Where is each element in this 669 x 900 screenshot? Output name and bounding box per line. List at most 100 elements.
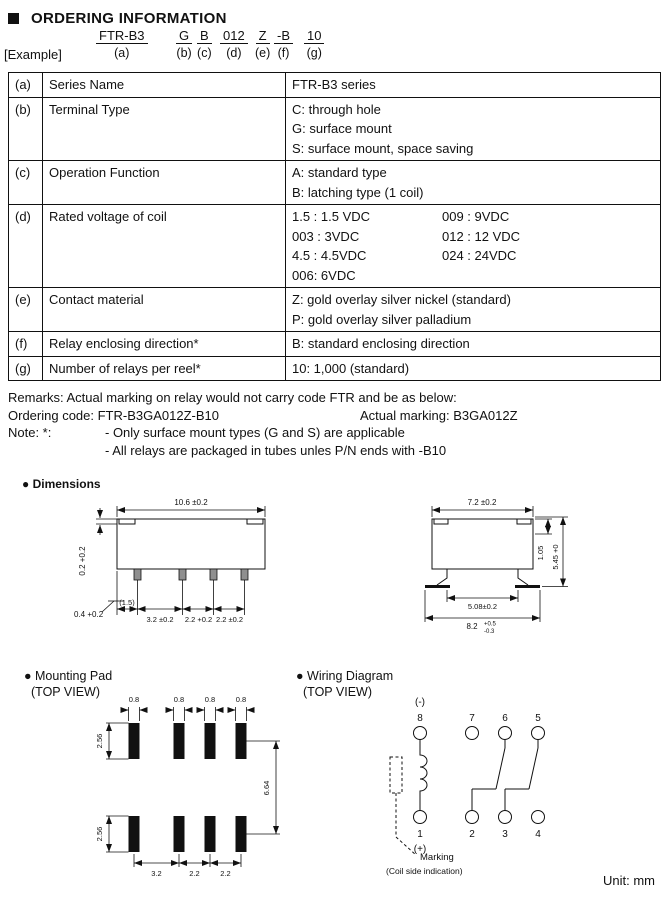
value-line: FTR-B3 series	[292, 77, 376, 92]
code-label-f: (f)	[277, 46, 290, 60]
row-value: 10: 1,000 (standard)	[285, 355, 661, 381]
row-key: (g)	[8, 355, 43, 381]
row-value: B: standard enclosing direction	[285, 331, 661, 357]
pin-number-3: 3	[502, 829, 508, 840]
note-text-2: - All relays are packaged in tubes unles…	[105, 442, 447, 458]
code-part-b: G (b)	[176, 28, 193, 60]
table-row-d: (d) Rated voltage of coil 1.5 : 1.5 VDC …	[8, 204, 661, 288]
value-line: 009 : 9VDC	[442, 209, 510, 224]
pin-number-4: 4	[535, 829, 541, 840]
mounting-pad-drawing: 0.8 0.8 0.8 0.8 2.56 2.56 6.64 3.2 2.2 2…	[95, 695, 280, 878]
dim-label-pitch-1: (1.5)	[119, 598, 135, 607]
code-part-a: FTR-B3 (a)	[96, 28, 148, 60]
value-line: P: gold overlay silver palladium	[292, 311, 472, 327]
code-function: B	[197, 28, 212, 44]
row-name: Series Name	[42, 72, 286, 98]
note-label: Note: *:	[8, 425, 52, 440]
coil-plus-label: (+)	[414, 844, 427, 855]
note-row-1: Note: *: - Only surface mount types (G a…	[8, 424, 661, 442]
section-header: ORDERING INFORMATION	[0, 0, 669, 27]
dim-label-lead-thickness: 0.2 +0.2	[78, 546, 87, 576]
pad-pitch-label-2: 2.2	[189, 869, 199, 878]
pad-dimension-lines	[106, 707, 280, 867]
dim-label-height: 5.45 +0	[551, 544, 560, 569]
pin-circles	[413, 726, 545, 824]
value-line: 003 : 3VDC	[292, 228, 360, 244]
value-line: G: surface mount	[292, 121, 392, 136]
side-view-drawing: 10.6 ±0.2 0.2 +0.2 0.4 +0.2 (1.5) 3.2 ±0…	[74, 498, 266, 624]
mounting-pad-title: ● Mounting Pad	[24, 669, 113, 683]
relay-body-end	[425, 518, 540, 588]
table-row-f: (f) Relay enclosing direction* B: standa…	[8, 331, 661, 357]
dim-label-pitch-2: 3.2 ±0.2	[146, 615, 173, 624]
value-line: 1.5 : 1.5 VDC	[292, 209, 371, 224]
row-name: Number of relays per reel*	[42, 355, 286, 381]
bottom-section: ● Mounting Pad (TOP VIEW)	[0, 667, 669, 900]
value-line: 4.5 : 4.5VDC	[292, 248, 367, 263]
table-row-c: (c) Operation Function A: standard type …	[8, 160, 661, 205]
note-text-1: - Only surface mount types (G and S) are…	[105, 425, 405, 440]
row-key: (b)	[8, 96, 43, 161]
code-enclosing: -B	[274, 28, 293, 44]
pad-pitch-label-3: 2.2	[220, 869, 230, 878]
value-line: 012 : 12 VDC	[442, 228, 521, 244]
dim-label-bottom-tol-minus: -0.3	[484, 629, 495, 635]
row-key: (f)	[8, 331, 43, 357]
note-row-2: - All relays are packaged in tubes unles…	[8, 442, 661, 460]
dimensions-title: ● Dimensions	[22, 477, 101, 491]
value-line: 10: 1,000 (standard)	[292, 360, 410, 376]
marking-label: Marking	[420, 852, 454, 863]
voltage-columns: 1.5 : 1.5 VDC 003 : 3VDC 4.5 : 4.5VDC 00…	[292, 207, 654, 285]
row-key: (e)	[8, 287, 43, 332]
actual-marking-text: Actual marking: B3GA012Z	[360, 407, 518, 423]
code-voltage: 012	[220, 28, 248, 44]
unit-note: Unit: mm	[603, 873, 655, 888]
pad-width-label-4: 0.8	[236, 695, 246, 704]
pin-number-2: 2	[469, 829, 475, 840]
row-name: Terminal Type	[42, 96, 286, 161]
value-line: S: surface mount, space saving	[292, 140, 474, 156]
marking-note-label: (Coil side indication)	[386, 866, 463, 876]
dim-label-end-width: 7.2 ±0.2	[468, 498, 497, 507]
row-name: Operation Function	[42, 160, 286, 205]
value-line: A: standard type	[292, 165, 387, 180]
code-label-a: (a)	[114, 46, 130, 60]
coil-symbol	[419, 739, 428, 811]
row-name: Rated voltage of coil	[42, 204, 286, 288]
row-value: Z: gold overlay silver nickel (standard)…	[285, 287, 661, 332]
note-label-spacer	[8, 442, 105, 460]
pin-number-1: 1	[417, 829, 423, 840]
pad-width-label-1: 0.8	[129, 695, 139, 704]
coil-minus-label: (-)	[415, 697, 425, 708]
voltage-col1: 1.5 : 1.5 VDC 003 : 3VDC 4.5 : 4.5VDC 00…	[292, 207, 442, 285]
pad-height-label-row2: 2.56	[95, 827, 104, 842]
end-view-drawing: 7.2 ±0.2 5.08±0.2 8.2 +0.5 -0.3 1.05 5.4…	[424, 498, 568, 635]
value-line: 006: 6VDC	[292, 267, 356, 283]
pad-height-label-row1: 2.56	[95, 734, 104, 749]
value-line: 024 : 24VDC	[442, 248, 517, 263]
dim-label-bottom-width: 8.2	[466, 622, 478, 631]
table-row-e: (e) Contact material Z: gold overlay sil…	[8, 287, 661, 332]
row-name: Relay enclosing direction*	[42, 331, 286, 357]
ordering-table: (a) Series Name FTR-B3 series (b) Termin…	[8, 72, 661, 381]
row-value: FTR-B3 series	[285, 72, 661, 98]
code-label-b: (b)	[176, 46, 192, 60]
table-row-a: (a) Series Name FTR-B3 series	[8, 72, 661, 98]
code-part-g: 10 (g)	[304, 28, 325, 60]
table-row-g: (g) Number of relays per reel* 10: 1,000…	[8, 355, 661, 381]
pad-width-label-2: 0.8	[174, 695, 184, 704]
pad-width-label-3: 0.8	[205, 695, 215, 704]
pin-number-8: 8	[417, 713, 423, 724]
code-label-g: (g)	[306, 46, 322, 60]
row-value: A: standard type B: latching type (1 coi…	[285, 160, 661, 205]
row-value: C: through hole G: surface mount S: surf…	[285, 96, 661, 161]
table-row-b: (b) Terminal Type C: through hole G: sur…	[8, 96, 661, 161]
wiring-diagram-title: ● Wiring Diagram	[296, 669, 394, 683]
code-part-f: -B (f)	[274, 28, 293, 60]
dim-label-body-width: 10.6 ±0.2	[174, 498, 208, 507]
dim-label-bottom-tol-plus: +0.5	[484, 622, 497, 628]
pad-pitch-label-1: 3.2	[151, 869, 161, 878]
row-key: (d)	[8, 204, 43, 288]
remarks-line1: Remarks: Actual marking on relay would n…	[8, 390, 457, 405]
